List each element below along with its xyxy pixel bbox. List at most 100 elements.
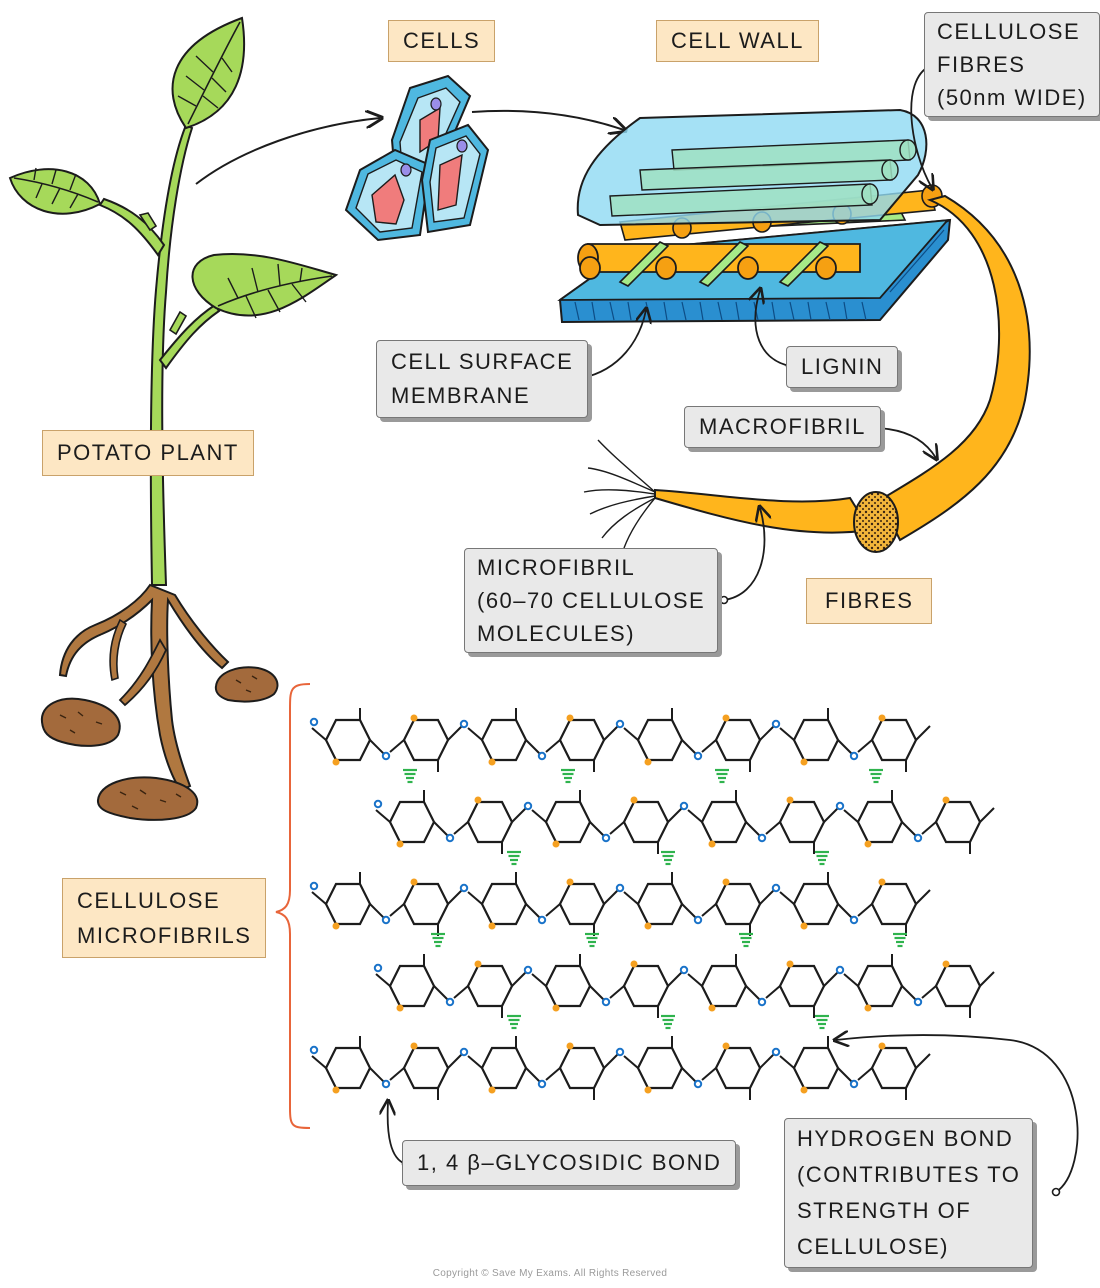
glycosidic-oxygen [537, 751, 547, 761]
glycosidic-bond-label: 1, 4 β–GLYCOSIDIC BOND [402, 1140, 737, 1186]
hydroxyl-group [488, 922, 496, 930]
hydrogen-bond [585, 932, 599, 948]
hydroxyl-group [488, 1086, 496, 1094]
glucose-ring [402, 718, 450, 762]
glucose-ring [934, 964, 982, 1008]
cellulose-microfibrils-line-1: CELLULOSE [77, 888, 221, 913]
hydrogen-bond [869, 768, 883, 784]
glycosidic-oxygen [459, 1047, 469, 1057]
hydroxyl-group [410, 1042, 418, 1050]
hydroxyl-group [474, 796, 482, 804]
glucose-ring [700, 800, 748, 844]
cellulose-fibres-line-3: (50nm WIDE) [937, 85, 1087, 110]
hydroxyl-group [644, 1086, 652, 1094]
macrofibril-text: MACROFIBRIL [699, 414, 866, 439]
glucose-ring [636, 882, 684, 926]
glycosidic-oxygen [849, 1079, 859, 1089]
glycosidic-oxygen [835, 965, 845, 975]
glucose-ring [870, 1046, 918, 1090]
glycosidic-oxygen [309, 881, 319, 891]
glucose-ring [778, 800, 826, 844]
cellulose-microfibrils-label: CELLULOSE MICROFIBRILS [62, 878, 267, 958]
hydroxyl-group [708, 1004, 716, 1012]
glycosidic-oxygen [381, 915, 391, 925]
glycosidic-oxygen [679, 801, 689, 811]
glucose-ring [778, 964, 826, 1008]
glycosidic-oxygen [835, 801, 845, 811]
cell-surface-membrane-line-2: MEMBRANE [391, 383, 531, 408]
hydroxyl-group [488, 758, 496, 766]
hydroxyl-group [630, 960, 638, 968]
glycosidic-oxygen [601, 997, 611, 1007]
glucose-ring [636, 718, 684, 762]
cell-wall-illustration [557, 61, 952, 383]
hydroxyl-group [552, 840, 560, 848]
cell-wall-label: CELL WALL [656, 20, 819, 62]
glycosidic-oxygen [373, 799, 383, 809]
glycosidic-oxygen [601, 833, 611, 843]
hydrogen-bond-line-1: HYDROGEN BOND [797, 1126, 1014, 1151]
glycosidic-oxygen [679, 965, 689, 975]
cellulose-chain [309, 1036, 931, 1100]
cell-wall-text: CELL WALL [671, 28, 804, 53]
cellulose-chain [373, 790, 995, 854]
microfibril-label: MICROFIBRIL (60–70 CELLULOSE MOLECULES) [464, 548, 719, 653]
hydroxyl-group [942, 960, 950, 968]
hydrogen-bond [403, 768, 417, 784]
glucose-ring [558, 882, 606, 926]
hydrogen-bond [815, 1014, 829, 1030]
glucose-ring [714, 882, 762, 926]
glycosidic-oxygen [537, 1079, 547, 1089]
cellulose-chain [309, 708, 931, 772]
hydroxyl-group [566, 1042, 574, 1050]
glucose-ring [558, 1046, 606, 1090]
glycosidic-oxygen [381, 1079, 391, 1089]
glycosidic-oxygen [757, 833, 767, 843]
glucose-ring [402, 882, 450, 926]
hydroxyl-group [878, 878, 886, 886]
fibres-label: FIBRES [806, 578, 933, 624]
cells-label: CELLS [388, 20, 496, 62]
hydroxyl-group [332, 758, 340, 766]
glucose-ring [558, 718, 606, 762]
glycosidic-oxygen [445, 833, 455, 843]
cellulose-fibres-label: CELLULOSE FIBRES (50nm WIDE) [924, 12, 1100, 117]
lignin-text: LIGNIN [801, 354, 884, 379]
glucose-ring [544, 964, 592, 1008]
cellulose-fibres-line-1: CELLULOSE [937, 19, 1081, 44]
hydrogen-bond-line-3: STRENGTH OF [797, 1198, 972, 1223]
copyright-notice: Copyright © Save My Exams. All Rights Re… [432, 1268, 668, 1279]
glycosidic-bond-text: 1, 4 β–GLYCOSIDIC BOND [417, 1150, 722, 1175]
glycosidic-oxygen [381, 751, 391, 761]
hydroxyl-group [800, 1086, 808, 1094]
glucose-ring [792, 718, 840, 762]
glycosidic-oxygen [849, 751, 859, 761]
macrofibril-illustration [583, 194, 1031, 605]
glucose-ring [636, 1046, 684, 1090]
glucose-ring [544, 800, 592, 844]
glucose-ring [622, 964, 670, 1008]
hydroxyl-group [332, 1086, 340, 1094]
hydrogen-bond-line-2: (CONTRIBUTES TO [797, 1162, 1021, 1187]
glycosidic-oxygen [537, 915, 547, 925]
hydroxyl-group [396, 1004, 404, 1012]
glycosidic-oxygen [771, 719, 781, 729]
glucose-ring [622, 800, 670, 844]
hydroxyl-group [864, 840, 872, 848]
glycosidic-oxygen [459, 719, 469, 729]
hydroxyl-group [786, 960, 794, 968]
hydroxyl-group [786, 796, 794, 804]
potato-plant-text: POTATO PLANT [57, 440, 239, 465]
hydrogen-bond [431, 932, 445, 948]
cellulose-chain [309, 872, 931, 936]
glycosidic-oxygen [523, 801, 533, 811]
glucose-ring [466, 964, 514, 1008]
lignin-label: LIGNIN [786, 346, 899, 388]
glycosidic-oxygen [373, 963, 383, 973]
hydroxyl-group [644, 758, 652, 766]
glycosidic-oxygen [913, 833, 923, 843]
hydroxyl-group [410, 878, 418, 886]
glucose-ring [792, 882, 840, 926]
glycosidic-oxygen [693, 915, 703, 925]
